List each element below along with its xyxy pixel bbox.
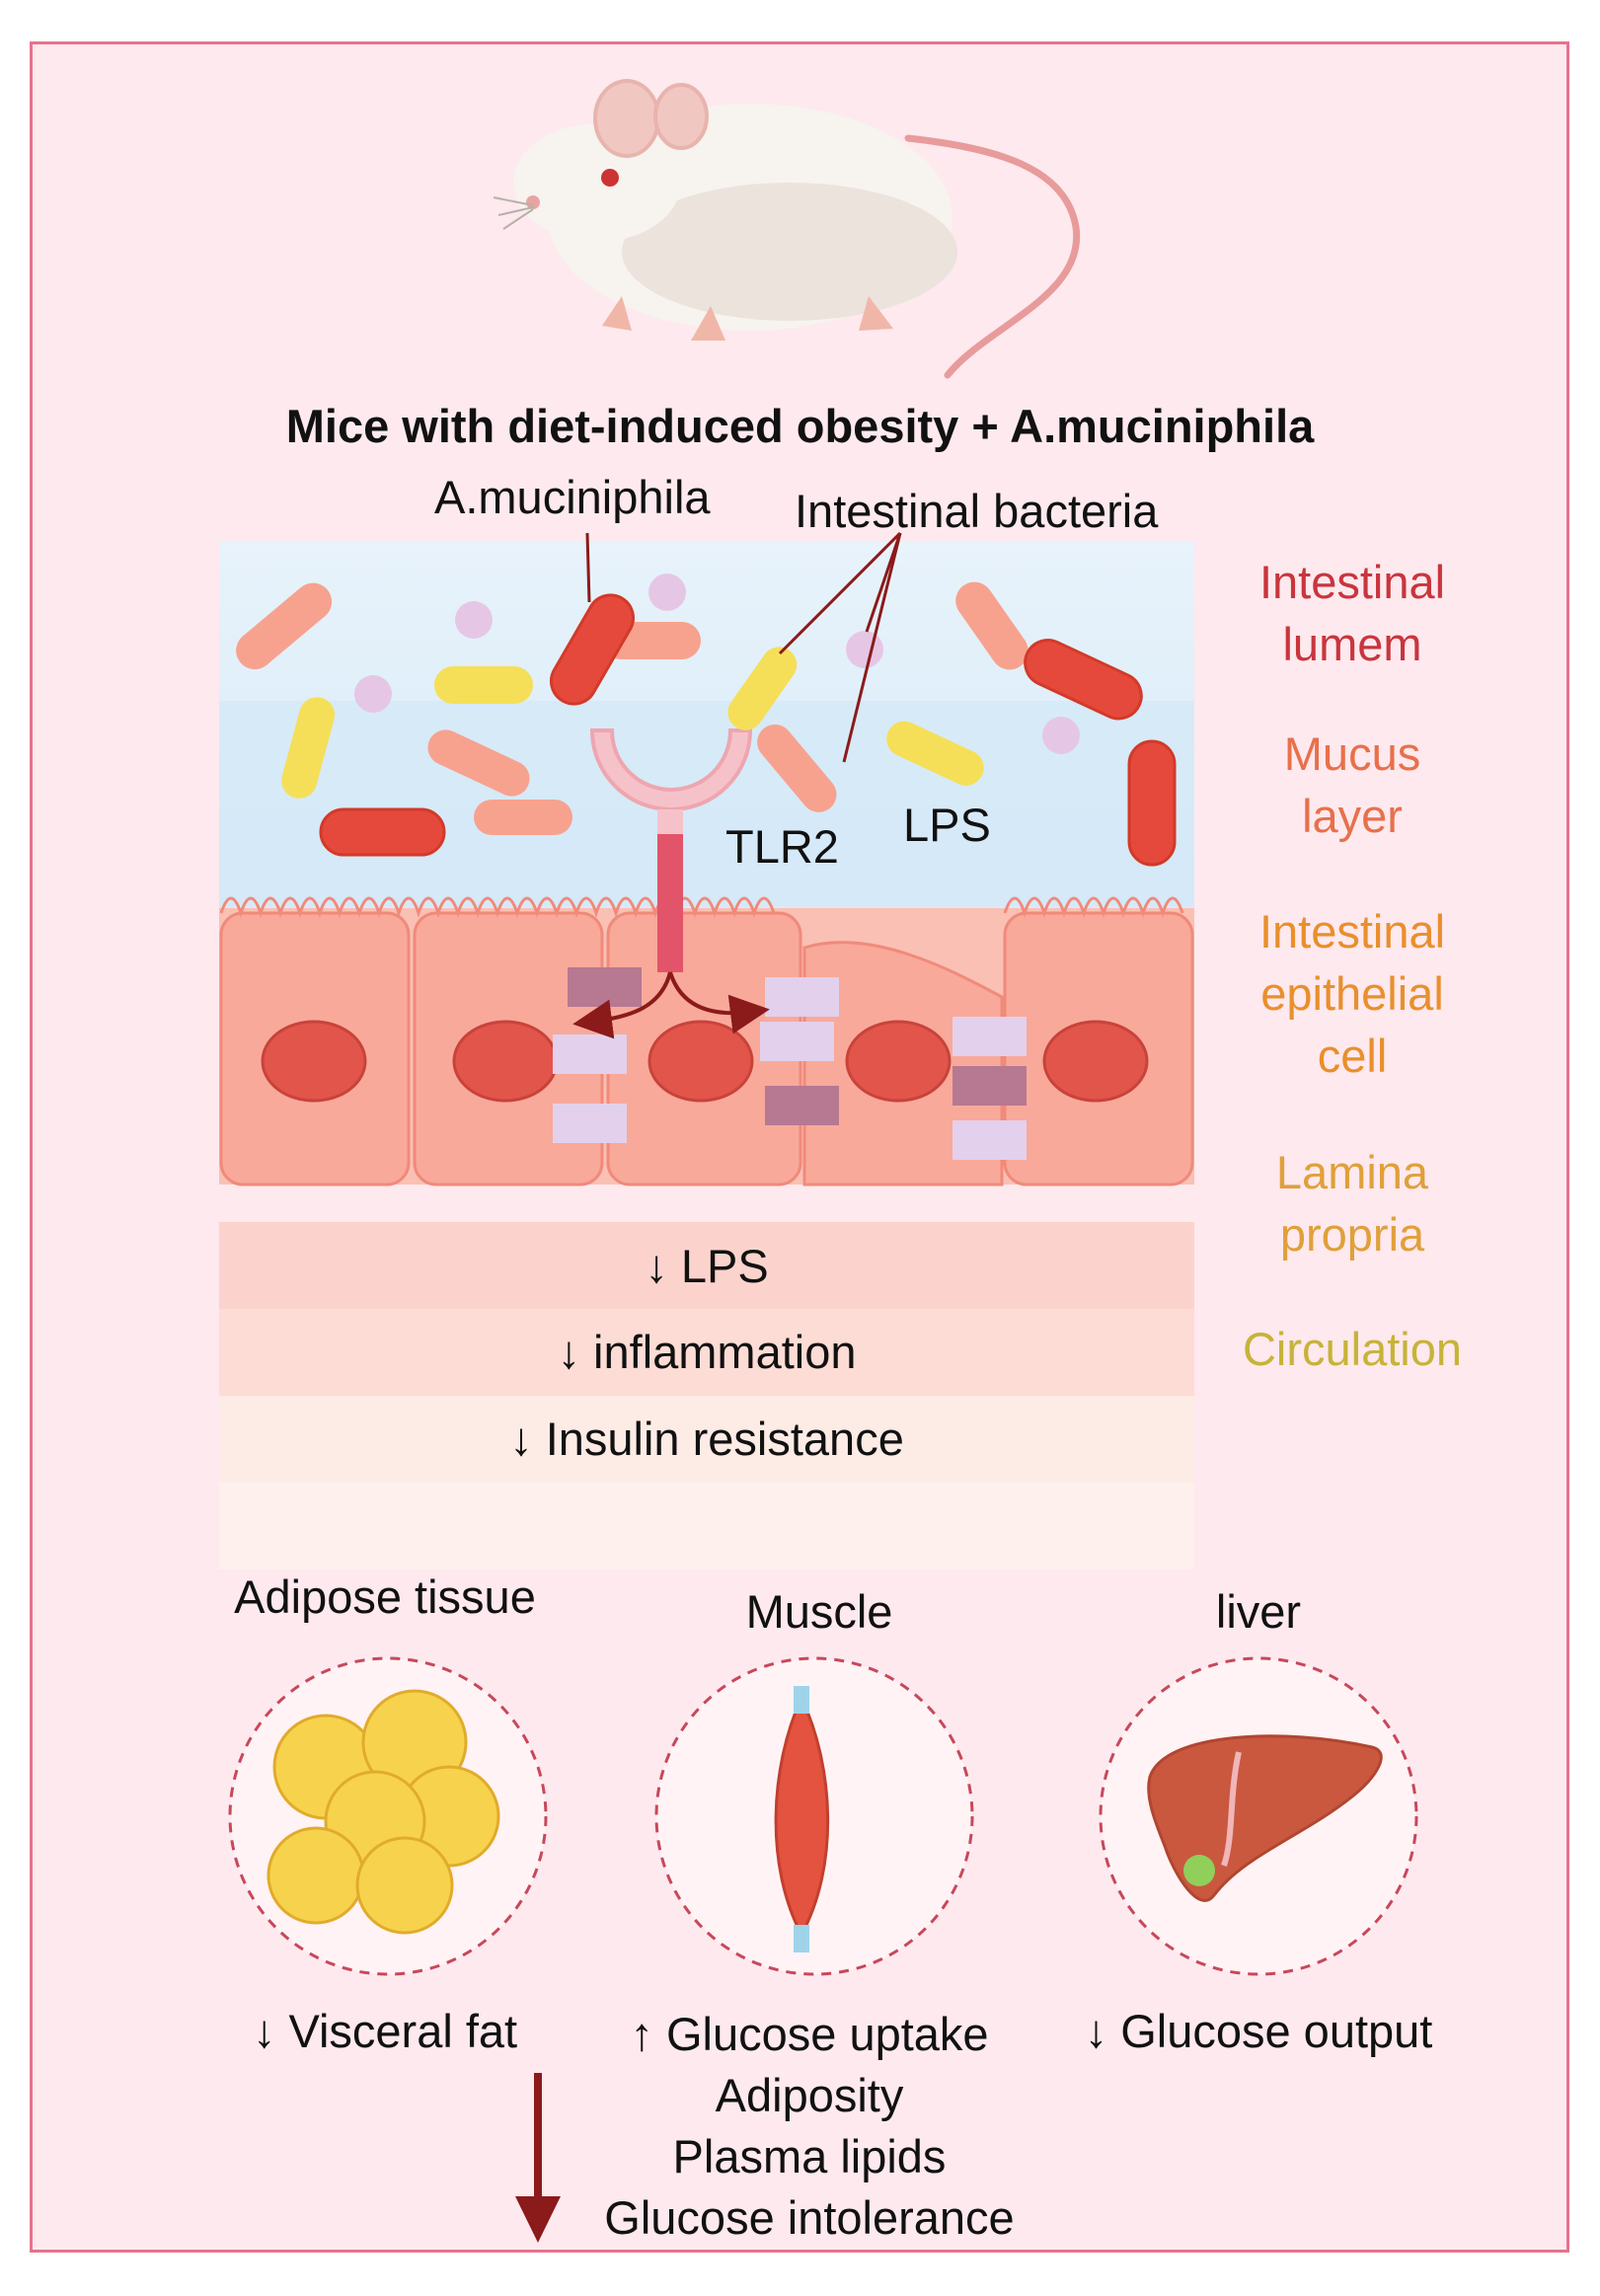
- organ-label-muscle: Muscle: [745, 1585, 893, 1638]
- effect-adiposity: Adiposity: [715, 2069, 904, 2121]
- bacteria-cluster: [236, 574, 1177, 867]
- figure-title: Mice with diet-induced obesity + A.mucin…: [285, 400, 1315, 452]
- label-intestinal-bacteria: Intestinal bacteria: [795, 485, 1159, 537]
- layer-label-mucus: Mucus layer: [1224, 723, 1481, 847]
- effect-inflammation: ↓ inflammation: [557, 1326, 857, 1378]
- organ-label-liver: liver: [1215, 1585, 1302, 1638]
- tight-junctions: [553, 967, 1027, 1160]
- adipose-cells-icon: [267, 1689, 500, 1935]
- muscle-effects-list: ↑ Glucose uptake Adiposity Plasma lipids…: [553, 2004, 1066, 2249]
- effect-glucose-output: ↓ Glucose output: [1084, 2005, 1433, 2057]
- systemic-bands: [219, 1222, 1194, 1569]
- layer-label-lamina: Lamina propria: [1224, 1141, 1481, 1265]
- cell-nucleus-group: [261, 1020, 1149, 1103]
- layer-label-epithelial: Intestinal epithelial cell: [1224, 900, 1481, 1087]
- effect-plasma-lipids: Plasma lipids: [672, 2130, 947, 2182]
- akkermansia-bacteria: [319, 593, 1177, 867]
- effect-visceral-fat: ↓ Visceral fat: [252, 2005, 518, 2057]
- layer-label-lumen: Intestinal lumem: [1224, 551, 1481, 675]
- layer-epithelial-line3: cell: [1317, 1030, 1388, 1082]
- down-arrow: [515, 2073, 561, 2243]
- layer-lumen-line2: lumem: [1282, 618, 1422, 670]
- label-tlr2: TLR2: [725, 820, 839, 873]
- lps-particles: [354, 574, 1080, 754]
- muscle-icon: [774, 1686, 830, 1952]
- effect-glucose-uptake: ↑ Glucose uptake: [630, 2008, 989, 2060]
- layer-mucus-line1: Mucus: [1283, 727, 1421, 780]
- layer-lamina-line1: Lamina: [1275, 1146, 1429, 1198]
- effect-lps: ↓ LPS: [645, 1240, 769, 1292]
- label-akkermansia: A.muciniphila: [434, 471, 711, 523]
- label-lps: LPS: [903, 799, 991, 851]
- tlr2-receptor: [572, 728, 770, 1039]
- effect-glucose-intolerance: Glucose intolerance: [604, 2191, 1015, 2244]
- liver-icon: [1147, 1734, 1383, 1902]
- layer-lumen-line1: Intestinal: [1258, 556, 1446, 608]
- layer-epithelial-line2: epithelial: [1260, 967, 1444, 1020]
- layer-label-circulation: Circulation: [1242, 1323, 1463, 1375]
- layer-epithelial-line1: Intestinal: [1258, 905, 1446, 957]
- mouse-illustration: [493, 79, 1081, 379]
- effect-insulin-resistance: ↓ Insulin resistance: [509, 1413, 904, 1465]
- intestine-section: [219, 531, 1194, 1186]
- layer-mucus-line2: layer: [1302, 790, 1403, 842]
- layer-lamina-line2: propria: [1279, 1208, 1425, 1261]
- organ-label-adipose: Adipose tissue: [234, 1570, 536, 1623]
